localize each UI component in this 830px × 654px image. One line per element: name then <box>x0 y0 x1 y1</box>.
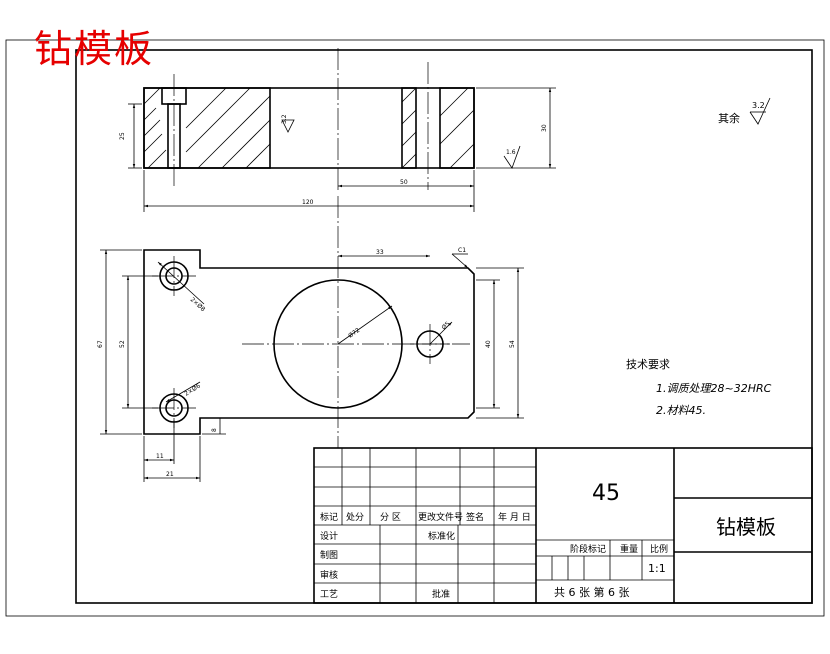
title-block: 标记 处分 分 区 更改文件号 签名 年 月 日 设计 制图 审核 工艺 标准化… <box>313 447 813 604</box>
dim-left-height: 25 <box>119 132 126 140</box>
dim-inner-width: 50 <box>400 179 408 186</box>
tb-scale-value: 1:1 <box>648 562 666 575</box>
section-view: 25 30 50 120 3.2 1.6 <box>119 48 556 212</box>
dim-bottom-outer: 21 <box>166 471 174 478</box>
dim-center-offset: 33 <box>376 249 384 256</box>
dim-bl-hole: 2×Ø6 <box>183 382 202 397</box>
tb-header-mark: 标记 <box>320 511 338 523</box>
tb-row-design: 设计 <box>320 530 338 542</box>
tb-header-zone: 分 区 <box>380 512 401 523</box>
tb-part-name: 钻模板 <box>716 515 776 539</box>
tb-sheets: 共 6 张 第 6 张 <box>554 585 629 599</box>
tb-standardize: 标准化 <box>428 530 455 542</box>
plan-view: Ø72 Ø5 2×Ø8 2×Ø6 C1 33 67 52 40 54 <box>97 196 524 482</box>
tb-stage-mark: 阶段标记 <box>570 543 606 555</box>
dim-small-bore: Ø5 <box>440 320 451 331</box>
tb-row-draw: 制图 <box>320 549 338 561</box>
dim-right-height: 30 <box>541 124 548 132</box>
tb-weight: 重量 <box>620 543 638 555</box>
tb-header-count: 处分 <box>346 511 364 523</box>
tb-row-review: 审核 <box>320 569 338 581</box>
roughness-top: 3.2 <box>281 114 288 124</box>
dim-overall-width: 120 <box>302 199 314 206</box>
overlay-title: 钻模板 <box>34 27 155 71</box>
tb-header-docno: 更改文件号 <box>418 511 463 523</box>
dim-tl-hole: 2×Ø8 <box>189 296 207 313</box>
tech-req-item-2: 2.材料45. <box>656 404 706 417</box>
tb-header-date: 年 月 日 <box>498 511 531 523</box>
outer-border <box>5 39 825 617</box>
tech-req-item-1: 1.调质处理28~32HRC <box>656 382 772 395</box>
dim-bottom-small: 8 <box>211 428 218 432</box>
tb-header-sign: 签名 <box>466 511 484 523</box>
dim-chamfer: C1 <box>458 247 466 254</box>
dim-left-outer: 67 <box>97 340 104 348</box>
dim-right-outer: 54 <box>509 340 516 348</box>
roughness-side: 1.6 <box>506 149 516 156</box>
dim-right-inner: 40 <box>485 340 492 348</box>
tech-req-heading: 技术要求 <box>626 358 670 371</box>
tb-material: 45 <box>592 481 620 506</box>
roughness-other-value: 3.2 <box>752 101 765 110</box>
dim-left-inner: 52 <box>119 340 126 348</box>
roughness-other-label: 其余 <box>718 111 740 125</box>
tb-row-process: 工艺 <box>320 589 338 600</box>
tb-scale-label: 比例 <box>650 543 668 555</box>
tb-approve: 批准 <box>432 588 450 600</box>
dim-bottom-inner: 11 <box>156 453 164 460</box>
